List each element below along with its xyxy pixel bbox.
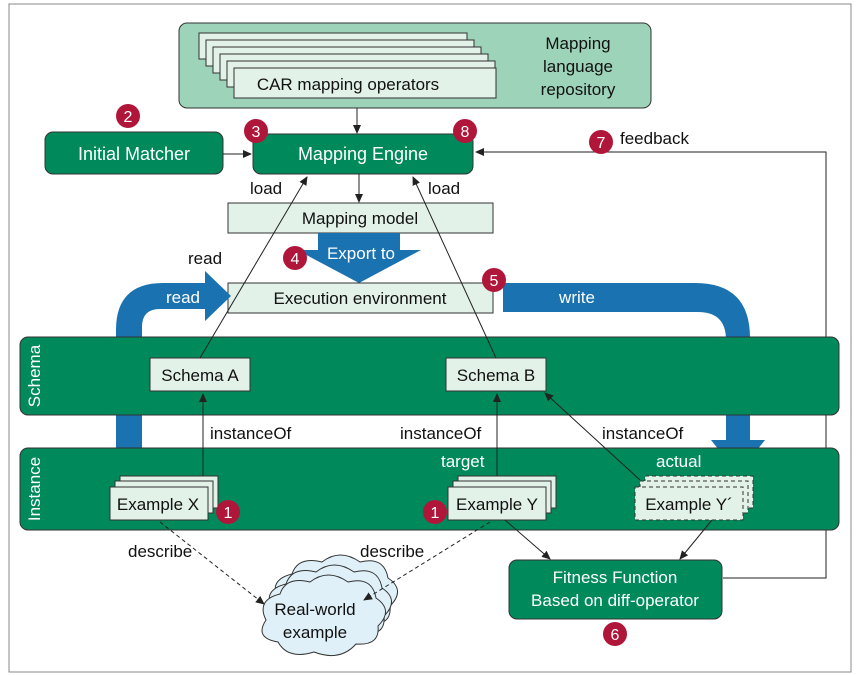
initial-matcher-label: Initial Matcher: [78, 144, 190, 164]
fitness-line-1: Fitness Function: [553, 568, 678, 587]
svg-text:6: 6: [611, 627, 620, 644]
describe-left-arrow: [159, 521, 265, 605]
svg-text:2: 2: [124, 109, 133, 126]
real-world-line-1: Real-world: [274, 600, 355, 619]
instanceof-b-label: instanceOf: [400, 424, 482, 443]
example-y-stack: [447, 475, 557, 521]
step-badge-3: 3: [244, 119, 268, 143]
describe-right-label: describe: [360, 542, 424, 561]
instanceof-a-label: instanceOf: [210, 424, 292, 443]
step-badge-7: 7: [589, 130, 613, 154]
schema-a-box: [149, 357, 251, 392]
load-left-label: load: [250, 179, 282, 198]
load-right-label: load: [428, 179, 460, 198]
read-top-label: read: [188, 249, 222, 268]
example-y-label: Example Y: [456, 495, 538, 514]
example-y-prime-to-fitness-arrow: [679, 519, 713, 560]
svg-text:4: 4: [291, 251, 300, 268]
step-badge-4: 4: [283, 246, 307, 270]
svg-text:1: 1: [431, 505, 440, 522]
example-y-prime-label: Example Y´: [645, 495, 733, 514]
export-arrow: [297, 233, 421, 283]
schema-a-load-arrow: [199, 176, 308, 359]
real-world-cloud: [261, 554, 398, 657]
read-arrow-label: read: [166, 288, 200, 307]
step-badge-8: 8: [453, 119, 477, 143]
example-x-stack: [109, 475, 219, 521]
repository-title-3: repository: [541, 80, 616, 99]
execution-environment-box: [227, 282, 494, 314]
write-arrow-label: write: [558, 288, 595, 307]
initial-matcher-box: [44, 131, 224, 175]
operators-stack: [198, 32, 497, 99]
repository-title-2: language: [543, 57, 613, 76]
mapping-engine-label: Mapping Engine: [298, 144, 428, 164]
feedback-label: feedback: [620, 129, 689, 148]
svg-text:5: 5: [490, 273, 499, 290]
example-y-to-fitness-arrow: [504, 519, 551, 560]
mapping-engine-box: [252, 133, 474, 175]
outer-frame: [8, 3, 852, 673]
step-badge-2: 2: [116, 104, 140, 128]
svg-text:7: 7: [597, 135, 606, 152]
target-label: target: [441, 452, 485, 471]
schema-b-load-arrow: [412, 176, 497, 359]
export-to-label: Export to: [327, 244, 395, 263]
schema-band-label: Schema: [25, 344, 44, 407]
repository-title-1: Mapping: [545, 34, 610, 53]
svg-text:1: 1: [224, 505, 233, 522]
schema-a-label: Schema A: [161, 366, 239, 385]
describe-right-arrow: [363, 521, 491, 601]
describe-left-label: describe: [128, 542, 192, 561]
operators-label: CAR mapping operators: [257, 75, 439, 94]
schema-band: [19, 336, 840, 416]
step-badge-1-left: 1: [216, 500, 240, 524]
real-world-line-2: example: [283, 623, 347, 642]
fitness-line-2: Based on diff-operator: [531, 591, 699, 610]
example-y-prime-instanceof-arrow: [544, 392, 641, 481]
execution-environment-label: Execution environment: [274, 289, 447, 308]
fitness-function-box: [508, 559, 723, 620]
step-badge-6: 6: [603, 622, 627, 646]
svg-text:8: 8: [461, 124, 470, 141]
example-y-prime-stack: [634, 475, 754, 521]
step-badge-1-right: 1: [423, 500, 447, 524]
actual-label: actual: [656, 452, 701, 471]
mapping-model-label: Mapping model: [302, 209, 418, 228]
instance-band-label: Instance: [25, 457, 44, 521]
example-x-label: Example X: [117, 495, 199, 514]
instanceof-c-label: instanceOf: [602, 424, 684, 443]
step-badge-5: 5: [482, 268, 506, 292]
svg-text:3: 3: [252, 124, 261, 141]
schema-b-label: Schema B: [457, 366, 535, 385]
